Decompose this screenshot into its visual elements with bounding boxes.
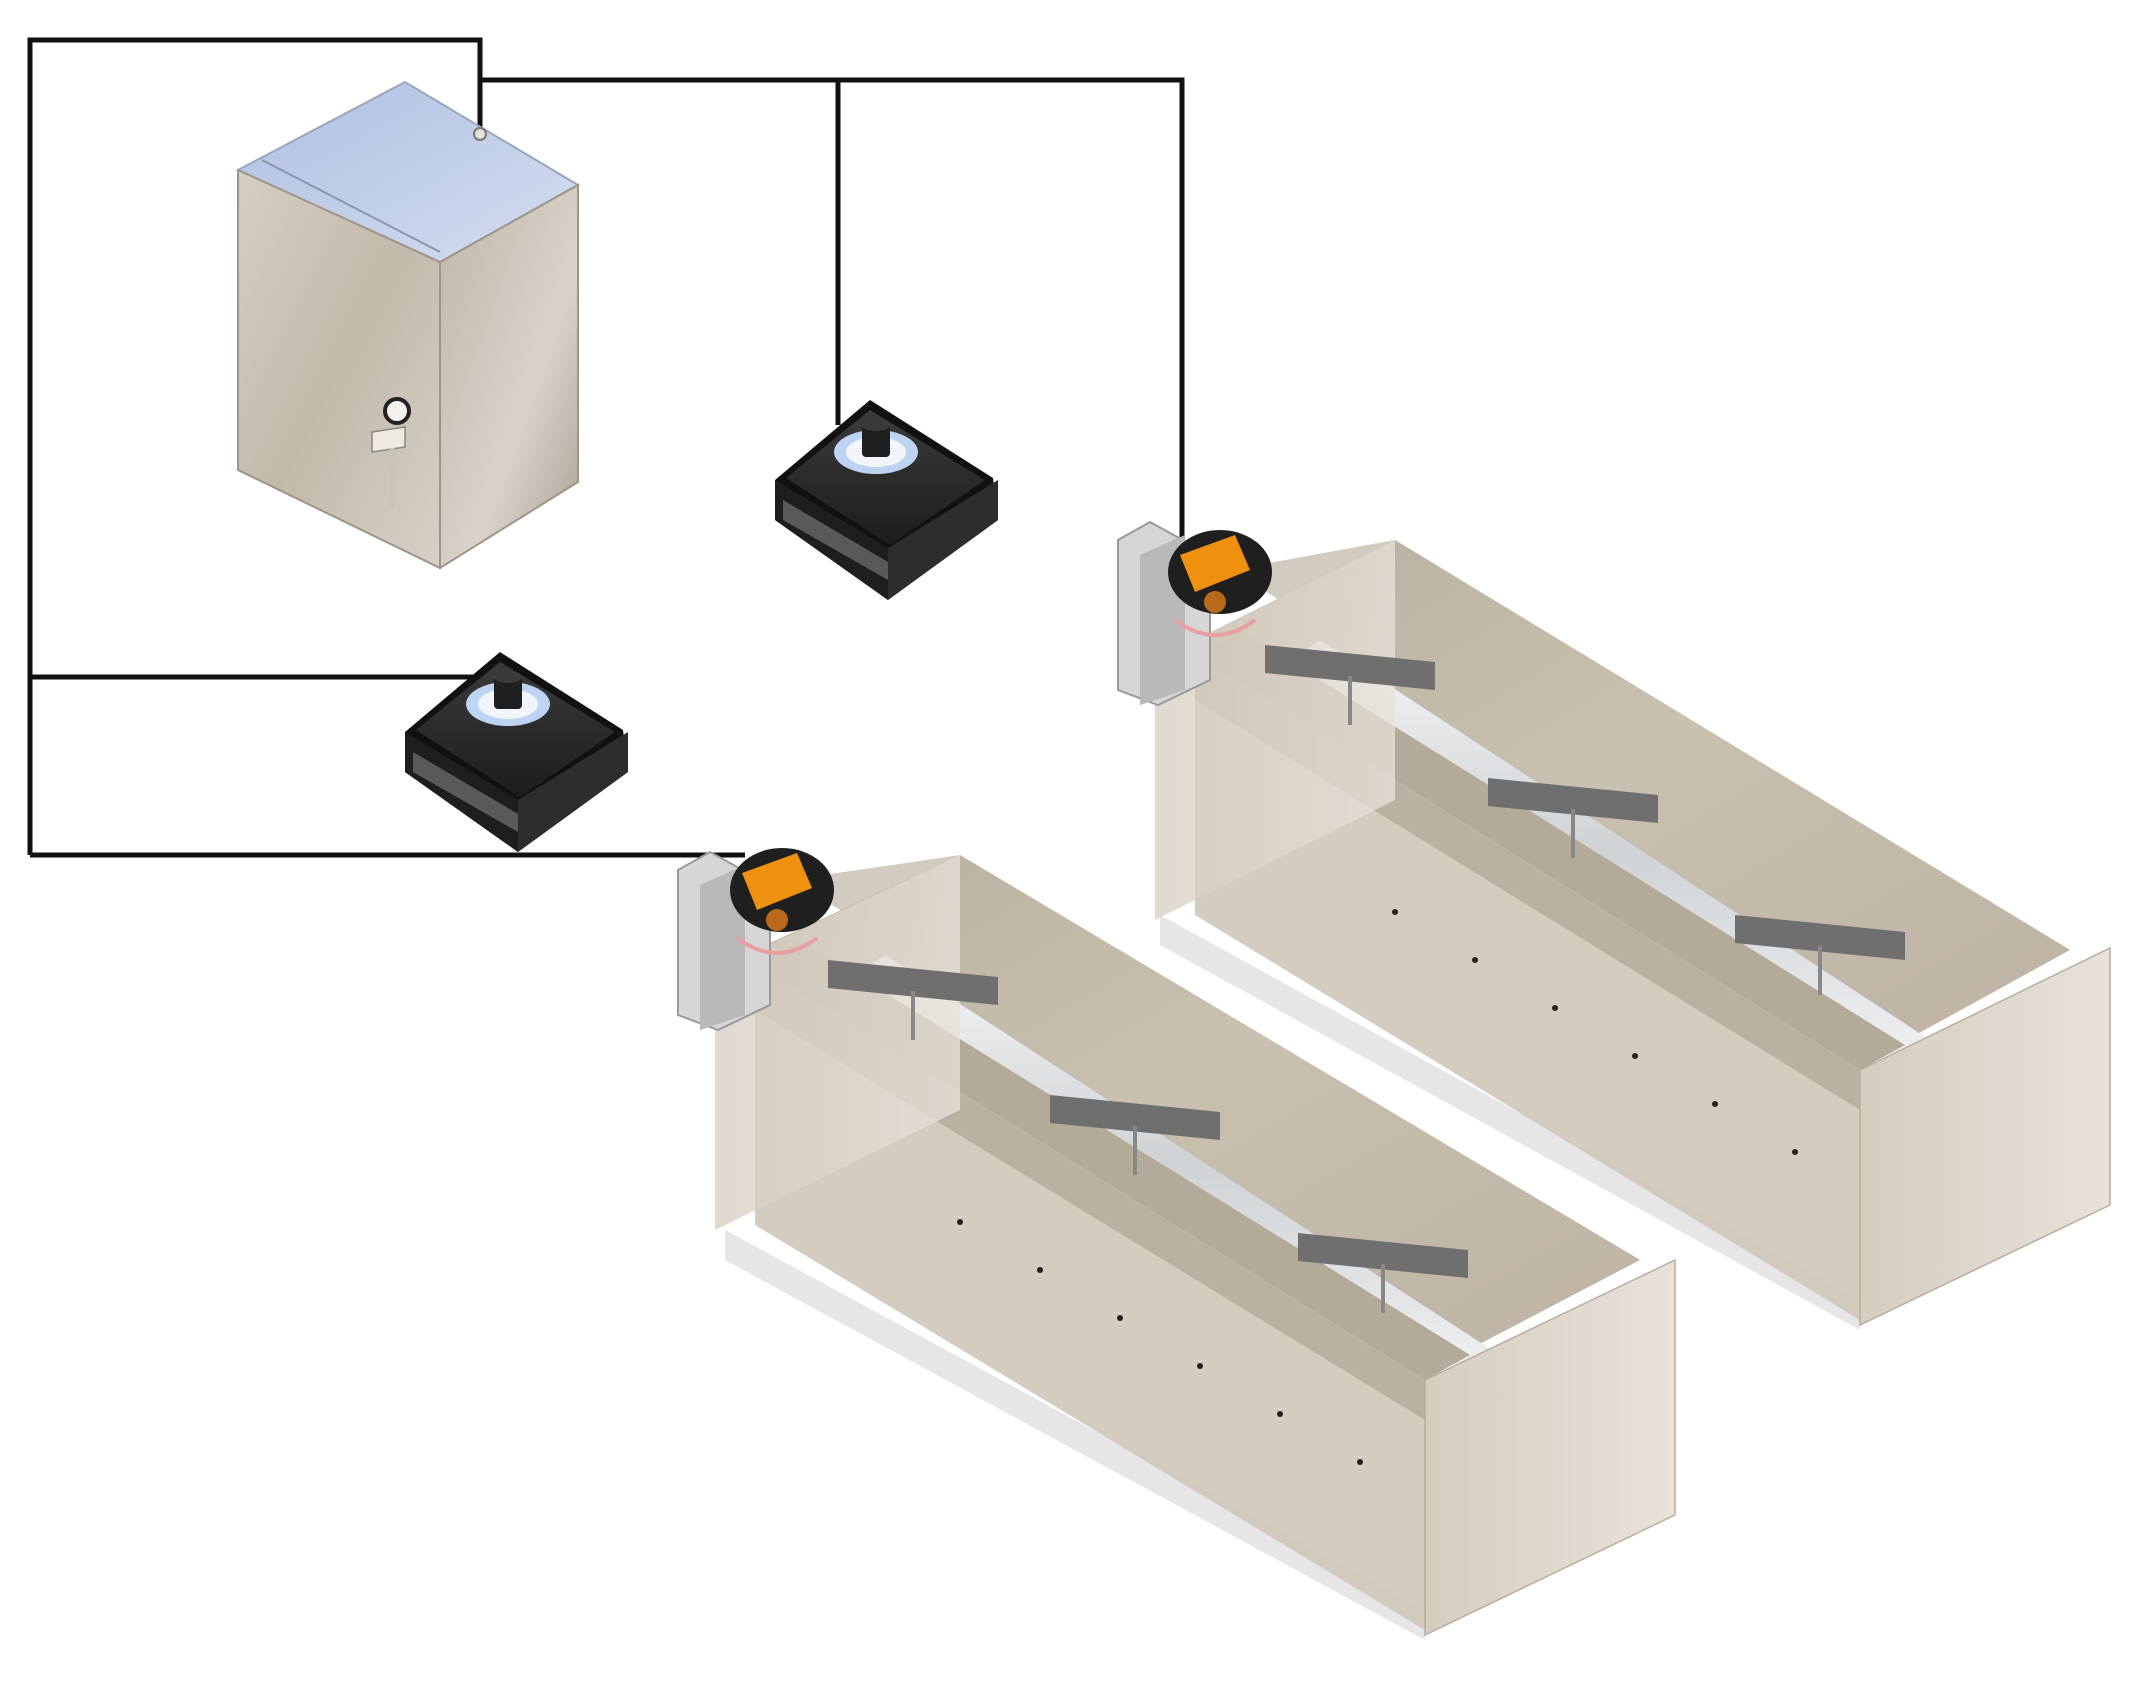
cable-gland-icon [473, 127, 487, 141]
trough-end-plate [1859, 946, 2111, 1327]
feeder-trough-rear [1155, 540, 2111, 1330]
wire-cabinet-top [27, 37, 483, 855]
agitator-comb-icon [1298, 1233, 1468, 1313]
drive-motor-rear [1117, 520, 1272, 707]
door-lock-icon [371, 397, 411, 508]
sensor-upper [775, 400, 998, 600]
wiring [27, 37, 1185, 858]
motor-icon [1180, 535, 1250, 592]
control-cabinet [235, 80, 581, 570]
drive-motor-front [677, 848, 834, 1032]
feeder-trough-front [715, 855, 1676, 1640]
trough-end-plate [715, 855, 960, 1230]
agitator-comb-icon [828, 960, 998, 1040]
agitator-comb-icon [1735, 915, 1905, 995]
cabinet-side [439, 183, 579, 570]
trough-end-plate [1424, 1258, 1676, 1637]
agitator-comb-icon [1265, 645, 1435, 725]
agitator-comb-icon [1050, 1095, 1220, 1175]
wire-to-motor-rear [838, 77, 1185, 540]
sensor-lower [405, 652, 628, 852]
agitator-comb-icon [1488, 778, 1658, 858]
motor-icon [742, 853, 812, 910]
